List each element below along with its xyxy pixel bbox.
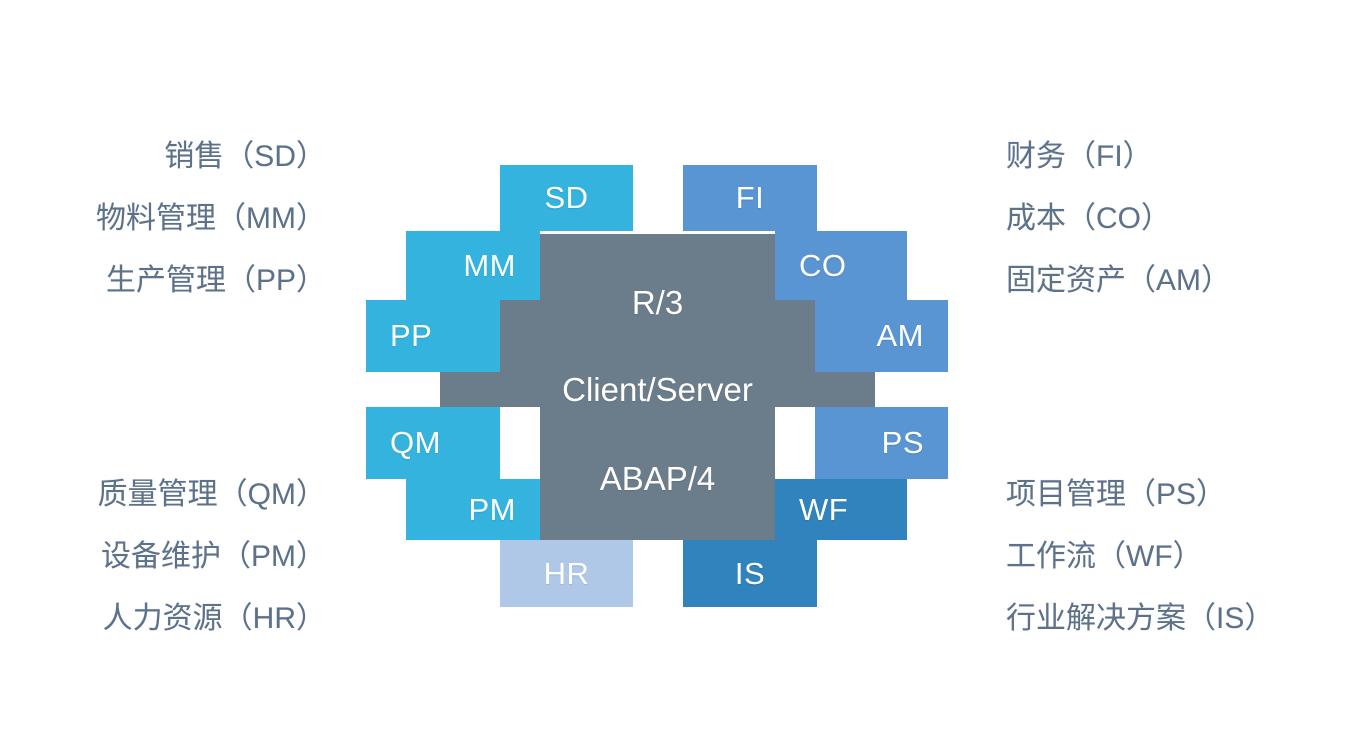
module-block-am[interactable]: AM bbox=[815, 300, 948, 372]
module-block-sd[interactable]: SD bbox=[500, 165, 633, 231]
caption-am: 固定资产（AM） bbox=[1006, 264, 1231, 297]
caption-pm: 设备维护（PM） bbox=[101, 540, 326, 573]
caption-hr: 人力资源（HR） bbox=[102, 602, 326, 635]
module-block-fi[interactable]: FI bbox=[683, 165, 817, 231]
module-block-qm[interactable]: QM bbox=[366, 407, 500, 479]
caption-co: 成本（CO） bbox=[1006, 202, 1171, 235]
caption-ps: 项目管理（PS） bbox=[1006, 478, 1227, 511]
core-label-r3: R/3 bbox=[631, 284, 684, 321]
module-block-co[interactable]: CO bbox=[775, 231, 907, 300]
module-label-pp: PP bbox=[390, 318, 433, 353]
core-plate-left-shoulder bbox=[500, 300, 540, 407]
module-label-am: AM bbox=[876, 318, 924, 353]
module-label-sd: SD bbox=[544, 180, 589, 215]
caption-qm: 质量管理（QM） bbox=[97, 478, 326, 511]
caption-is: 行业解决方案（IS） bbox=[1006, 602, 1275, 635]
core-plate-right-shoulder bbox=[775, 300, 815, 407]
caption-group-top-right: 财务（FI） 成本（CO） 固定资产（AM） bbox=[1006, 126, 1346, 312]
caption-group-bottom-right: 项目管理（PS） 工作流（WF） 行业解决方案（IS） bbox=[1006, 464, 1346, 650]
module-label-ps: PS bbox=[881, 425, 924, 460]
caption-group-top-left: 销售（SD） 物料管理（MM） 生产管理（PP） bbox=[0, 126, 326, 312]
module-label-fi: FI bbox=[735, 180, 765, 215]
module-block-pm[interactable]: PM bbox=[406, 479, 540, 540]
module-label-mm: MM bbox=[463, 247, 516, 283]
module-block-is[interactable]: IS bbox=[683, 540, 817, 607]
caption-sd: 销售（SD） bbox=[164, 140, 326, 173]
caption-group-bottom-left: 质量管理（QM） 设备维护（PM） 人力资源（HR） bbox=[0, 464, 326, 650]
module-label-co: CO bbox=[799, 247, 847, 283]
caption-wf: 工作流（WF） bbox=[1006, 540, 1203, 573]
module-block-mm[interactable]: MM bbox=[406, 231, 540, 300]
module-block-ps[interactable]: PS bbox=[815, 407, 948, 479]
caption-fi: 财务（FI） bbox=[1006, 140, 1153, 173]
caption-mm: 物料管理（MM） bbox=[96, 202, 326, 235]
module-label-hr: HR bbox=[543, 555, 590, 591]
core-label-client-server: Client/Server bbox=[562, 371, 753, 408]
module-label-is: IS bbox=[734, 555, 766, 591]
caption-pp: 生产管理（PP） bbox=[105, 264, 326, 297]
module-block-wf[interactable]: WF bbox=[775, 479, 907, 540]
module-block-hr[interactable]: HR bbox=[500, 540, 633, 607]
module-label-qm: QM bbox=[390, 425, 441, 460]
module-label-pm: PM bbox=[468, 491, 516, 527]
module-label-wf: WF bbox=[799, 491, 849, 527]
module-block-pp[interactable]: PP bbox=[366, 300, 500, 372]
core-label-abap4: ABAP/4 bbox=[599, 460, 716, 497]
